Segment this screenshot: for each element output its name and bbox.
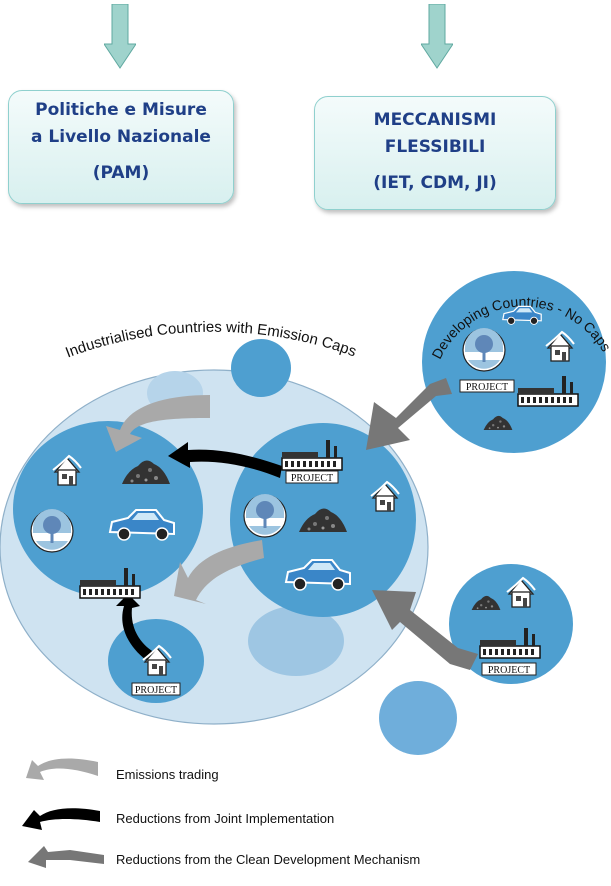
project-tag xyxy=(285,470,339,484)
forest-icon xyxy=(462,327,506,372)
flexible-box-line1: MECCANISMI xyxy=(373,110,497,130)
project-tag xyxy=(481,662,537,676)
decor-circle xyxy=(379,681,457,755)
national-box-line2: a Livello Nazionale xyxy=(31,127,211,147)
decor-circle xyxy=(231,339,291,397)
industrialised-label: Industrialised Countries with Emission C… xyxy=(63,319,359,362)
project-tag xyxy=(459,379,515,393)
down-arrow-left xyxy=(104,4,136,69)
joint-implementation-arrow-top xyxy=(168,442,282,478)
decor-circle xyxy=(248,606,344,676)
legend-joint-implementation: Reductions from Joint Implementation xyxy=(116,811,335,826)
project-label: PROJECT xyxy=(135,685,177,696)
legend-joint-implementation-arrow xyxy=(22,808,100,830)
flexible-box-line2: FLESSIBILI xyxy=(384,137,486,157)
country-circle-left xyxy=(13,421,203,597)
legend-cdm-arrow xyxy=(28,846,104,868)
legend-cdm: Reductions from the Clean Development Me… xyxy=(116,852,421,867)
legend-emissions-trading-arrow xyxy=(26,758,98,780)
national-policies-box: Politiche e Misure a Livello Nazionale (… xyxy=(8,90,234,204)
cdm-arrow-top xyxy=(366,378,452,450)
national-box-line1: Politiche e Misure xyxy=(35,100,207,120)
emissions-trading-arrow-bottom xyxy=(174,540,264,604)
joint-implementation-arrow-bottom xyxy=(116,594,154,660)
flexible-box-line3: (IET, CDM, JI) xyxy=(373,173,497,193)
forest-icon xyxy=(30,508,74,553)
down-arrow-right xyxy=(421,4,453,69)
flexible-mechanisms-box: MECCANISMI FLESSIBILI (IET, CDM, JI) xyxy=(314,96,556,210)
project-tag xyxy=(131,682,181,696)
cdm-arrow-bottom xyxy=(372,590,478,670)
forest-icon xyxy=(243,493,287,538)
national-box-line3: (PAM) xyxy=(92,163,150,183)
project-label: PROJECT xyxy=(488,665,530,676)
legend-emissions-trading: Emissions trading xyxy=(116,767,219,782)
project-label: PROJECT xyxy=(466,382,508,393)
developing-country-circle-top xyxy=(422,271,606,453)
emissions-trading-arrow-top xyxy=(106,395,210,452)
project-label: PROJECT xyxy=(291,473,333,484)
